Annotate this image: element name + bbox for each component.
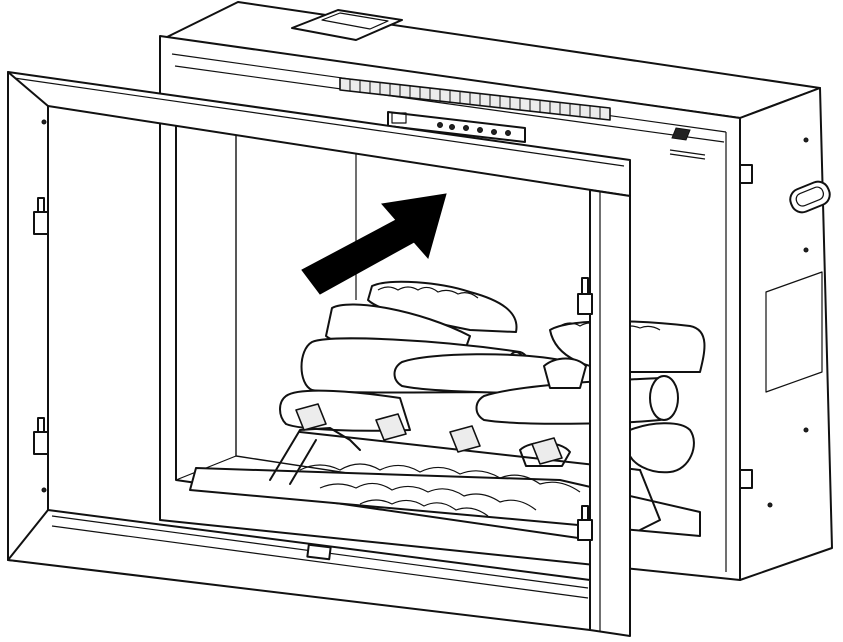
door-frame-right <box>589 189 631 637</box>
door-frame-top-trim <box>13 77 625 167</box>
handle-slot-inner <box>795 186 825 207</box>
screw-1 <box>803 137 809 143</box>
ember-texture-2 <box>319 482 537 511</box>
grate-bracket-2 <box>375 413 407 441</box>
door-hinge-left-bottom <box>33 417 49 455</box>
side-bracket-top <box>739 164 753 184</box>
grate-bracket-3 <box>449 425 481 453</box>
firebox-right-side <box>739 87 833 581</box>
door-pin-2 <box>41 487 47 493</box>
side-access-panel <box>765 271 823 393</box>
handle-slot-icon <box>789 180 831 214</box>
log-right-stack-1-end <box>649 375 679 421</box>
screw-2 <box>803 247 809 253</box>
arrow-direction-icon <box>301 193 447 295</box>
vent-grille-slots <box>349 79 601 119</box>
door-bottom-latch <box>306 543 332 561</box>
screw-3 <box>803 427 809 433</box>
side-bracket-bottom <box>739 469 753 489</box>
log-right-stack-2 <box>627 422 695 474</box>
grate-right-leg <box>639 469 661 531</box>
grate-bracket-4 <box>531 437 563 465</box>
door-hinge-right-top <box>577 277 593 315</box>
control-buttons-panel <box>387 111 526 143</box>
corner-vent-mark <box>671 127 691 141</box>
screw-4 <box>767 502 773 508</box>
log-bark-1 <box>377 286 479 299</box>
grate-left-leg-inner <box>289 439 317 485</box>
frame-trim-top-2 <box>174 65 725 143</box>
ember-texture-3 <box>359 499 489 517</box>
grate-left-leg <box>269 427 361 481</box>
door-pin-1 <box>41 119 47 125</box>
door-hinge-right-bottom <box>577 505 593 541</box>
ember-texture-1 <box>299 463 581 493</box>
top-control-display <box>321 12 389 30</box>
log-chunk-1 <box>543 357 587 389</box>
door-frame-bottom-trim-2 <box>51 525 589 599</box>
grate-bracket-1 <box>295 403 327 431</box>
brand-badge-mark-2 <box>669 153 706 160</box>
glass-door-frame <box>7 71 631 637</box>
brand-badge-mark-1 <box>669 149 706 156</box>
grate-front-bar <box>299 431 641 471</box>
door-hinge-left-top <box>33 197 49 235</box>
control-buttons-icon <box>391 112 511 136</box>
